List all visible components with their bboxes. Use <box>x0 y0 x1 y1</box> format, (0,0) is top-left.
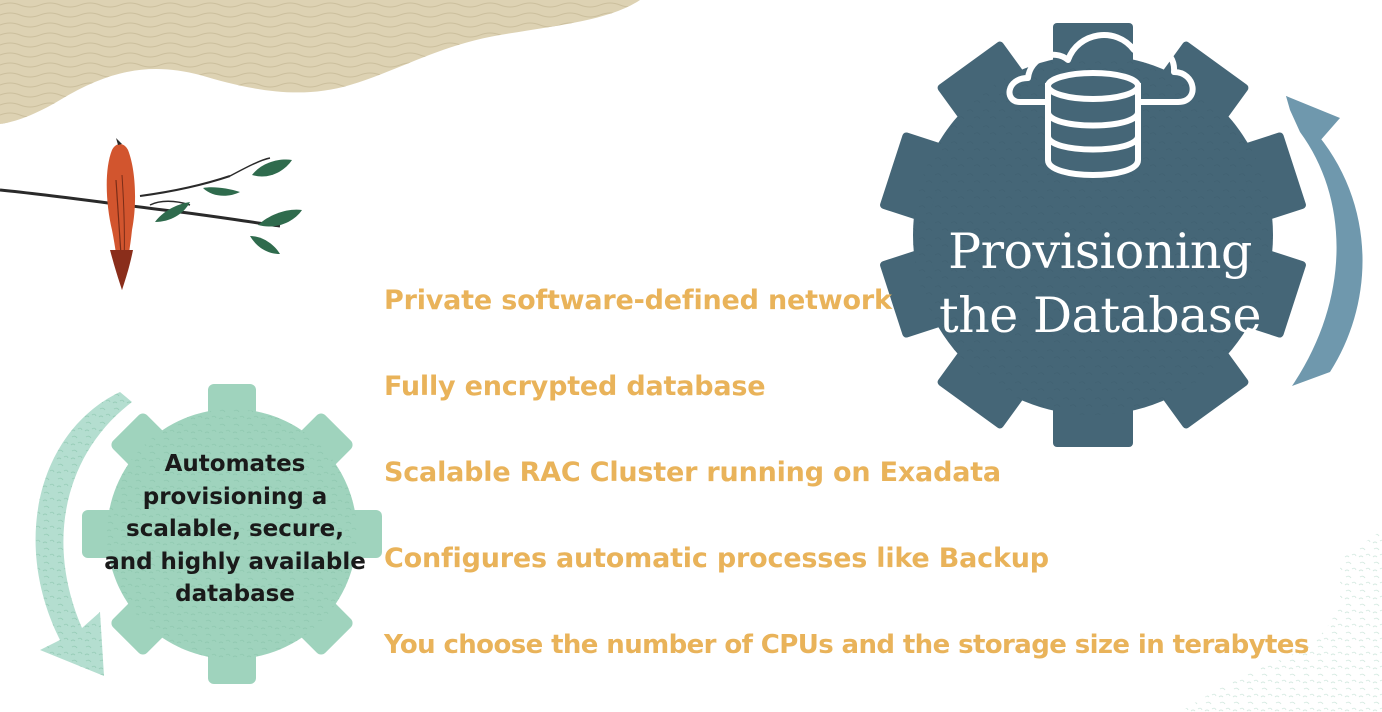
slide-title: Provisioning the Database <box>920 220 1280 348</box>
bullet-item: Scalable RAC Cluster running on Exadata <box>384 457 1001 488</box>
faint-texture-bottom-right <box>1180 530 1382 712</box>
bullet-item: Fully encrypted database <box>384 371 766 402</box>
bullet-item: Private software-defined network <box>384 285 892 316</box>
bullet-item: You choose the number of CPUs and the st… <box>384 630 1309 660</box>
gear-caption: Automates provisioning a scalable, secur… <box>104 451 366 607</box>
gear-icon <box>880 23 1306 447</box>
slide-title-line1: Provisioning <box>948 223 1252 280</box>
cycle-arrow-icon <box>1286 96 1363 386</box>
cloud-database-icon <box>1006 32 1196 178</box>
bird-on-branch-illustration <box>0 138 302 290</box>
small-gear-shape <box>82 384 382 684</box>
sand-texture-shape <box>0 0 640 124</box>
slide-title-line2: the Database <box>939 287 1261 344</box>
bullet-item: Configures automatic processes like Back… <box>384 543 1049 574</box>
cycle-arrow-icon <box>35 392 132 676</box>
